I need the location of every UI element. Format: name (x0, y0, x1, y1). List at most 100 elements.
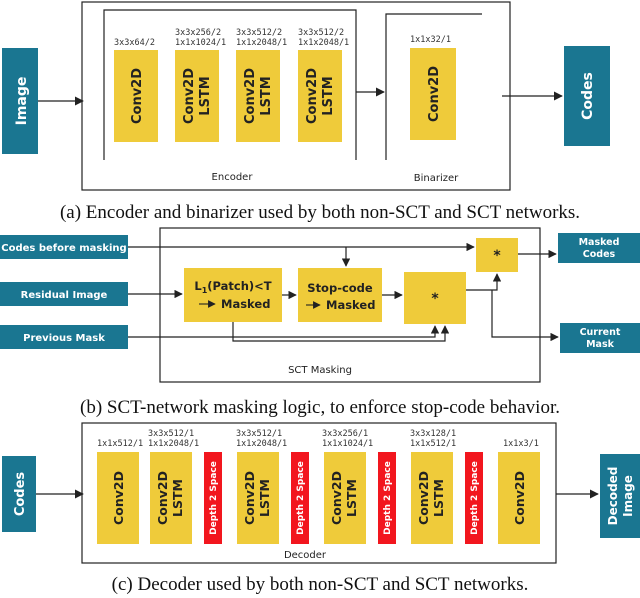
dec-lstm3-spec1: 3x3x256/1 (322, 429, 368, 439)
codes-output-label: Codes (580, 72, 596, 120)
codes-before-masking-block (0, 235, 128, 259)
decoder-codes-input-block (2, 456, 36, 532)
enc-lstm2-block (236, 50, 280, 142)
dec-lstm3-label1: Conv2D (329, 471, 344, 525)
enc-lstm2-spec1: 3x3x512/2 (236, 28, 282, 38)
enc-conv1-block (114, 50, 158, 142)
masked-codes-block (558, 233, 640, 263)
dec-depth2space-2-label: Depth 2 Space (296, 461, 306, 535)
enc-lstm3-label2: LSTM (321, 76, 336, 115)
panel-b-connections (128, 242, 559, 342)
decoded-image-block (600, 454, 640, 538)
dec-lstm4-spec1: 3x3x128/1 (410, 429, 456, 439)
enc-lstm3-label1: Conv2D (305, 68, 320, 124)
enc-lstm3-block (298, 50, 342, 142)
sct-masking-label: SCT Masking (288, 365, 352, 376)
decoded-image-line1: Decoded (606, 467, 620, 526)
panel-a: Image 3x3x64/2 Conv2D 3x3x256/2 1x1x1024… (2, 1, 610, 223)
enc-lstm3-spec1: 3x3x512/2 (298, 28, 344, 38)
dec-depth2space-2-block (291, 452, 309, 544)
enc-conv1-spec: 3x3x64/2 (114, 38, 155, 48)
enc-conv1-label: Conv2D (130, 68, 145, 124)
residual-image-block (0, 282, 128, 306)
previous-mask-block (0, 325, 128, 349)
caption-a: (a) Encoder and binarizer used by both n… (60, 202, 580, 223)
current-mask-line2: Mask (586, 339, 615, 350)
decoder-label: Decoder (284, 550, 327, 561)
dec-lstm2-block (237, 452, 279, 544)
encoder-label: Encoder (212, 172, 254, 183)
dec-lstm1-label2: LSTM (170, 479, 185, 517)
image-input-block (2, 48, 38, 154)
dec-lstm2-label1: Conv2D (242, 471, 257, 525)
stop-code-line1: Stop-code (307, 281, 373, 295)
bin-conv-spec: 1x1x32/1 (410, 35, 451, 45)
enc-lstm1-spec1: 3x3x256/2 (175, 28, 221, 38)
panel-b: Codes before masking Residual Image Prev… (0, 227, 640, 418)
enc-lstm2-spec2: 1x1x2048/1 (236, 38, 287, 48)
current-mask-block (560, 323, 640, 353)
l1-patch-line1: L1(Patch)<T (194, 279, 271, 295)
dec-depth2space-4-label: Depth 2 Space (470, 461, 480, 535)
mult-block-top (476, 238, 518, 272)
codes-before-masking-label: Codes before masking (1, 243, 126, 254)
dec-lstm3-label2: LSTM (344, 479, 359, 517)
enc-lstm1-label2: LSTM (198, 76, 213, 115)
panel-c: Codes 1x1x512/1 Conv2D 3x3x512/1 1x1x204… (2, 422, 640, 595)
caption-c: (c) Decoder used by both non-SCT and SCT… (112, 574, 529, 595)
l1-patch-line2: Masked (221, 297, 270, 311)
sct-masking-frame (159, 227, 541, 383)
dec-conv1-label: Conv2D (111, 471, 126, 525)
mult-middle-label: * (431, 291, 439, 307)
dec-conv-out-spec: 1x1x3/1 (503, 439, 539, 449)
enc-lstm2-label2: LSTM (259, 76, 274, 115)
dec-lstm3-spec2: 1x1x1024/1 (322, 439, 373, 449)
enc-lstm1-spec2: 1x1x1024/1 (175, 38, 226, 48)
mult-block-middle (404, 272, 466, 324)
dec-lstm3-block (324, 452, 366, 544)
dec-depth2space-3-block (378, 452, 396, 544)
enc-lstm1-label1: Conv2D (182, 68, 197, 124)
binarizer-bracket (385, 13, 482, 160)
dec-lstm2-label2: LSTM (257, 479, 272, 517)
dec-lstm1-label1: Conv2D (155, 471, 170, 525)
bin-conv-block (410, 48, 456, 140)
residual-image-label: Residual Image (21, 290, 108, 301)
dec-lstm4-block (411, 452, 453, 544)
dec-lstm4-label2: LSTM (431, 479, 446, 517)
dec-lstm4-label1: Conv2D (416, 471, 431, 525)
previous-mask-label: Previous Mask (23, 333, 105, 344)
dec-depth2space-3-label: Depth 2 Space (383, 461, 393, 535)
dec-conv1-block (97, 452, 139, 544)
encoder-bracket (103, 9, 357, 160)
enc-lstm2-label1: Conv2D (243, 68, 258, 124)
dec-lstm2-spec2: 1x1x2048/1 (236, 439, 287, 449)
dec-conv-out-block (498, 452, 540, 544)
stop-code-line2: Masked (326, 298, 375, 312)
dec-depth2space-1-block (204, 452, 222, 544)
dec-depth2space-1-label: Depth 2 Space (209, 461, 219, 535)
dec-conv1-spec: 1x1x512/1 (97, 439, 143, 449)
decoder-codes-input-label: Codes (13, 472, 28, 517)
caption-b: (b) SCT-network masking logic, to enforc… (80, 397, 560, 418)
masked-codes-line1: Masked (579, 237, 620, 248)
dec-lstm1-block (150, 452, 192, 544)
mult-top-label: * (493, 248, 501, 264)
enc-lstm1-block (175, 50, 219, 142)
dec-depth2space-4-block (465, 452, 483, 544)
stop-code-masked-block (298, 268, 382, 322)
dec-lstm1-spec2: 1x1x2048/1 (148, 439, 199, 449)
binarizer-label: Binarizer (414, 173, 459, 184)
bin-conv-label: Conv2D (427, 66, 442, 122)
dec-lstm4-spec2: 1x1x512/1 (410, 439, 456, 449)
masked-codes-line2: Codes (583, 249, 616, 260)
image-input-label: Image (14, 77, 30, 126)
current-mask-line1: Current (580, 327, 621, 338)
codes-output-block (564, 46, 610, 146)
decoded-image-line2: Image (621, 475, 635, 517)
dec-lstm2-spec1: 3x3x512/1 (236, 429, 282, 439)
dec-conv-out-label: Conv2D (512, 471, 527, 525)
enc-lstm3-spec2: 1x1x2048/1 (298, 38, 349, 48)
dec-lstm1-spec1: 3x3x512/1 (148, 429, 194, 439)
